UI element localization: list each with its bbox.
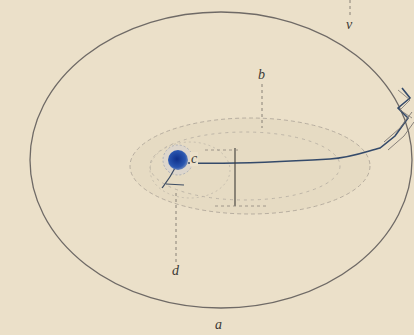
callout-letter: a: [214, 318, 223, 332]
fibre: [188, 88, 410, 163]
leader-line: [262, 84, 263, 128]
branch: [162, 168, 184, 188]
cross-line: [234, 148, 235, 206]
fibre-edge: [398, 90, 412, 118]
callout-letter: d: [171, 264, 180, 278]
nucleus: [168, 150, 188, 170]
callout-letter: c: [190, 152, 198, 166]
dashed-line: [205, 150, 268, 206]
inner-zone: [150, 132, 340, 200]
nucleus-halo: [163, 145, 193, 175]
callout-letter: b: [257, 68, 266, 82]
callout-letter: v: [345, 18, 353, 32]
fibre-edge: [384, 112, 414, 150]
egg-outline: [30, 12, 412, 308]
inner-zone: [130, 118, 370, 214]
leader-line: [350, 0, 351, 16]
leader-line: [176, 192, 177, 262]
